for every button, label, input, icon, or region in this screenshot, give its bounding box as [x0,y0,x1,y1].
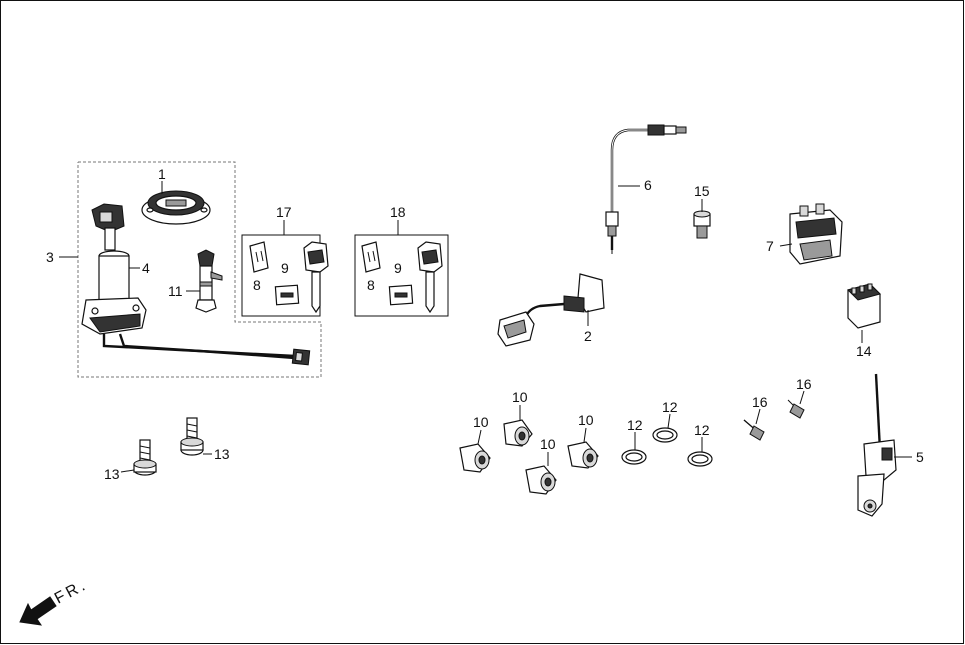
part-15-sensor [693,210,711,239]
callout-16-a: 16 [752,394,768,410]
part-2-harness-connector [497,273,605,347]
ignition-wire-harness [102,333,311,366]
callout-14: 14 [856,343,872,359]
part-4-ignition-switch [81,250,147,335]
key-blank [303,241,329,314]
part-12-washer-c [687,451,713,467]
callout-7: 7 [766,238,774,254]
callout-13-a: 13 [104,466,120,482]
part-12-washer-b [652,427,678,443]
part-10-grommet-c [525,465,557,495]
part-10-grommet-a [459,443,491,473]
part-10-grommet-d [567,441,599,469]
callout-11: 11 [168,283,183,299]
part-16-bolt-a [743,419,765,441]
callout-15: 15 [694,183,710,199]
callout-1: 1 [158,166,166,182]
callout-10-a: 10 [473,414,489,430]
callout-5: 5 [916,449,924,465]
part-5-side-stand-switch [857,373,897,517]
callout-16-b: 16 [796,376,812,392]
callout-9-b: 9 [394,260,402,276]
part-9-key-plate-b [388,284,414,306]
front-direction-label: FR. [52,576,91,607]
part-8-key-tag-b [361,241,381,273]
part-10-grommets [459,419,599,495]
callout-18: 18 [390,204,406,220]
part-13-screws [133,417,204,476]
callout-10-b: 10 [512,389,528,405]
part-12-washer-a [621,449,647,465]
part-9-key-plate [274,284,300,306]
callout-2: 2 [584,328,592,344]
part-12-washers [621,427,713,467]
callout-3: 3 [46,249,54,265]
callout-8-a: 8 [253,277,261,293]
callout-6: 6 [644,177,652,193]
front-direction-indicator: FR. [19,576,91,626]
leader-lines [59,181,912,473]
callout-13-b: 13 [214,446,230,462]
ignition-switch-assembly-group [77,161,322,378]
part-11-seat-lock [195,249,223,313]
part-13-screw-a [133,439,157,476]
part-1-fuel-cap-lock [141,190,211,225]
part-10-grommet-b [503,419,533,447]
callout-12-a: 12 [627,417,643,433]
part-16-bolt-b [787,399,805,419]
callout-17: 17 [276,204,292,220]
callout-8-b: 8 [367,277,375,293]
part-8-key-tag [249,241,269,273]
callout-12-c: 12 [694,422,710,438]
part-17-key-set [241,234,329,317]
callout-12-b: 12 [662,399,678,415]
part-7-starter-relay [789,203,843,265]
callout-4: 4 [142,260,150,276]
key-blank-b [417,241,443,314]
callout-10-d: 10 [578,412,594,428]
part-14-relay [847,283,881,329]
part-6-sensor-cable [605,124,687,254]
callout-9-a: 9 [281,260,289,276]
part-13-screw-b [180,417,204,456]
callout-labels: 1 3 4 11 17 8 9 18 8 9 6 15 7 14 2 5 10 … [46,166,924,482]
callout-10-c: 10 [540,436,556,452]
part-16-bolts [743,399,805,441]
part-18-key-set [354,234,449,317]
ignition-key [91,203,125,251]
front-direction-arrow-icon [19,596,57,626]
